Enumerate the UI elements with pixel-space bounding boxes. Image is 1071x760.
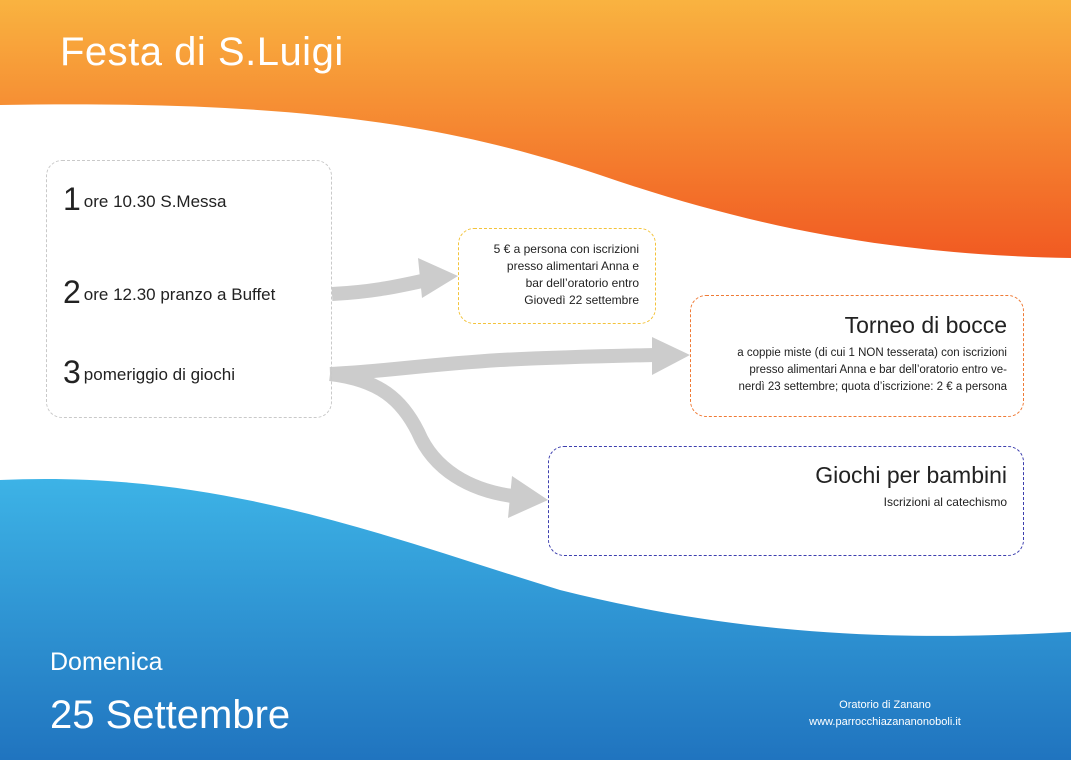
arrow-pranzo-head	[418, 258, 458, 298]
pranzo-info-line: Giovedì 22 settembre	[524, 293, 639, 307]
footer-url: www.parrocchiazananonoboli.it	[809, 716, 961, 728]
pranzo-info-line: presso alimentari Anna e	[506, 259, 639, 273]
giochi-bambini-box: Giochi per bambini Iscrizioni al catechi…	[548, 446, 1024, 556]
orange-wave	[0, 0, 1071, 258]
program-item-text: ore 10.30 S.Messa	[83, 192, 227, 211]
arrow-giochi	[329, 367, 514, 503]
arrow-bocce	[329, 348, 655, 381]
blue-wave	[0, 478, 1071, 760]
arrow-pranzo	[331, 274, 424, 301]
giochi-bambini-title: Giochi per bambini	[815, 462, 1007, 488]
event-day: Domenica	[50, 648, 163, 676]
page-title: Festa di S.Luigi	[60, 30, 344, 74]
event-date: 25 Settembre	[50, 693, 291, 737]
program-item-number: 2	[63, 274, 81, 310]
pranzo-info-line: 5 € a persona con iscrizioni	[493, 242, 639, 256]
arrow-bocce-head	[652, 337, 690, 375]
torneo-bocce-box: Torneo di bocce a coppie miste (di cui 1…	[690, 295, 1024, 417]
program-item-text: pomeriggio di giochi	[83, 365, 235, 384]
torneo-bocce-line: presso alimentari Anna e bar dell’orator…	[749, 364, 1007, 376]
program-item-text: ore 12.30 pranzo a Buffet	[83, 285, 276, 304]
giochi-bambini-text: Iscrizioni al catechismo	[883, 495, 1007, 509]
torneo-bocce-title: Torneo di bocce	[844, 312, 1007, 338]
arrow-giochi-head	[508, 476, 548, 518]
pranzo-info-line: bar dell’oratorio entro	[525, 276, 639, 290]
program-item-number: 3	[63, 354, 81, 390]
torneo-bocce-line: a coppie miste (di cui 1 NON tesserata) …	[737, 347, 1007, 359]
pranzo-info-text: 5 € a persona con iscrizioni presso alim…	[494, 241, 639, 309]
footer-credits: Oratorio di Zanano www.parrocchiazananon…	[760, 697, 1010, 731]
torneo-bocce-text: a coppie miste (di cui 1 NON tesserata) …	[697, 345, 1007, 396]
pranzo-info-box: 5 € a persona con iscrizioni presso alim…	[458, 228, 656, 324]
footer-org: Oratorio di Zanano	[839, 699, 931, 711]
torneo-bocce-line: nerdì 23 settembre; quota d’iscrizione: …	[738, 381, 1008, 393]
program-item-number: 1	[63, 181, 81, 217]
